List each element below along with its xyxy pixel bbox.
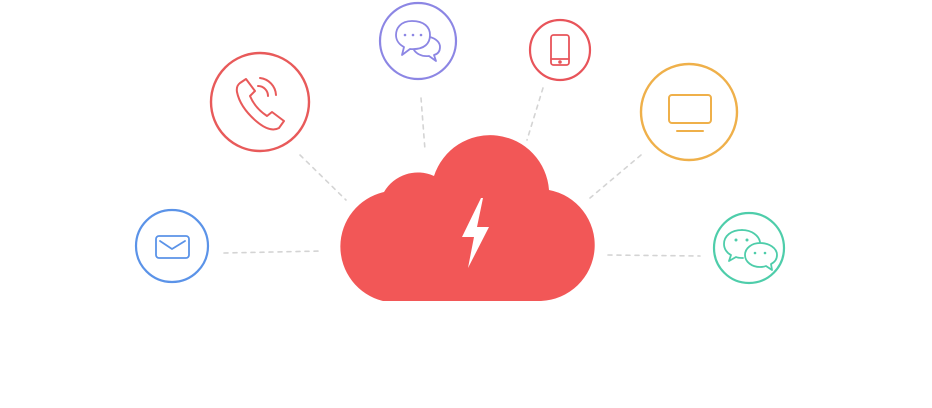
channel-chat-ring bbox=[378, 1, 458, 81]
connector-email bbox=[223, 250, 323, 254]
smartphone-icon bbox=[550, 34, 570, 66]
telephone-handset-icon bbox=[235, 77, 285, 131]
lightning-bolt-icon bbox=[462, 198, 489, 268]
channel-phone-ring bbox=[209, 51, 311, 153]
connector-mobile bbox=[526, 87, 544, 141]
channel-desktop[interactable] bbox=[639, 62, 739, 162]
wechat-icon bbox=[723, 229, 778, 271]
connector-desktop bbox=[589, 154, 642, 199]
channel-chat[interactable] bbox=[378, 1, 458, 81]
channel-email[interactable] bbox=[134, 208, 210, 284]
channel-desktop-ring bbox=[639, 62, 739, 162]
chat-bubbles-icon bbox=[395, 20, 441, 62]
channel-wechat[interactable] bbox=[712, 211, 786, 285]
channel-mobile[interactable] bbox=[528, 18, 592, 82]
cloud-shape bbox=[340, 135, 595, 301]
connector-phone bbox=[299, 154, 347, 201]
connector-chat bbox=[420, 97, 426, 151]
cloud-hub bbox=[340, 135, 595, 301]
monitor-icon bbox=[668, 94, 712, 132]
channel-email-ring bbox=[134, 208, 210, 284]
channel-phone[interactable] bbox=[209, 51, 311, 153]
channel-mobile-ring bbox=[528, 18, 592, 82]
envelope-icon bbox=[155, 235, 190, 259]
connectors bbox=[223, 87, 701, 257]
connector-wechat bbox=[607, 254, 701, 257]
